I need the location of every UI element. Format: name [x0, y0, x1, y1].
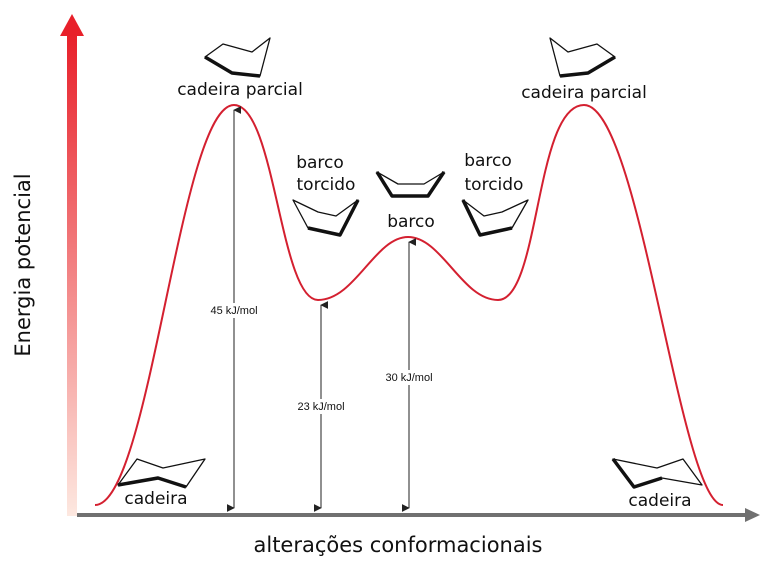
boat-molecule-icon: [375, 171, 446, 198]
half-chair-right-label: cadeira parcial: [521, 83, 647, 103]
x-axis-label: alterações conformacionais: [253, 533, 542, 557]
twist-boat-right-molecule-icon: [461, 199, 529, 237]
half-chair-left-molecule-icon: [204, 37, 271, 78]
twist-boat-left-label-line1: barco: [296, 153, 344, 173]
twist-boat-energy-label: 23 kJ/mol: [297, 401, 344, 413]
x-axis-arrow: [77, 508, 760, 522]
twist-boat-left-label-line2: torcido: [297, 175, 356, 195]
half-chair-right-molecule-icon: [549, 37, 616, 78]
y-axis-label: Energia potencial: [11, 173, 35, 356]
chair-right-label: cadeira: [628, 491, 691, 511]
half-chair-energy-label: 45 kJ/mol: [210, 305, 257, 317]
twist-boat-left-molecule-icon: [292, 199, 360, 237]
twist-boat-right-label-line1: barco: [464, 151, 512, 171]
energy-curve: [94, 103, 724, 506]
boat-label: barco: [387, 212, 435, 232]
chair-right-molecule-icon: [611, 457, 703, 489]
chair-left-molecule-icon: [117, 458, 206, 489]
chair-left-label: cadeira: [124, 489, 187, 509]
boat-energy-label: 30 kJ/mol: [385, 372, 432, 384]
twist-boat-right-label-line2: torcido: [465, 175, 524, 195]
half-chair-left-label: cadeira parcial: [177, 80, 303, 100]
y-axis-arrow: [60, 14, 84, 516]
